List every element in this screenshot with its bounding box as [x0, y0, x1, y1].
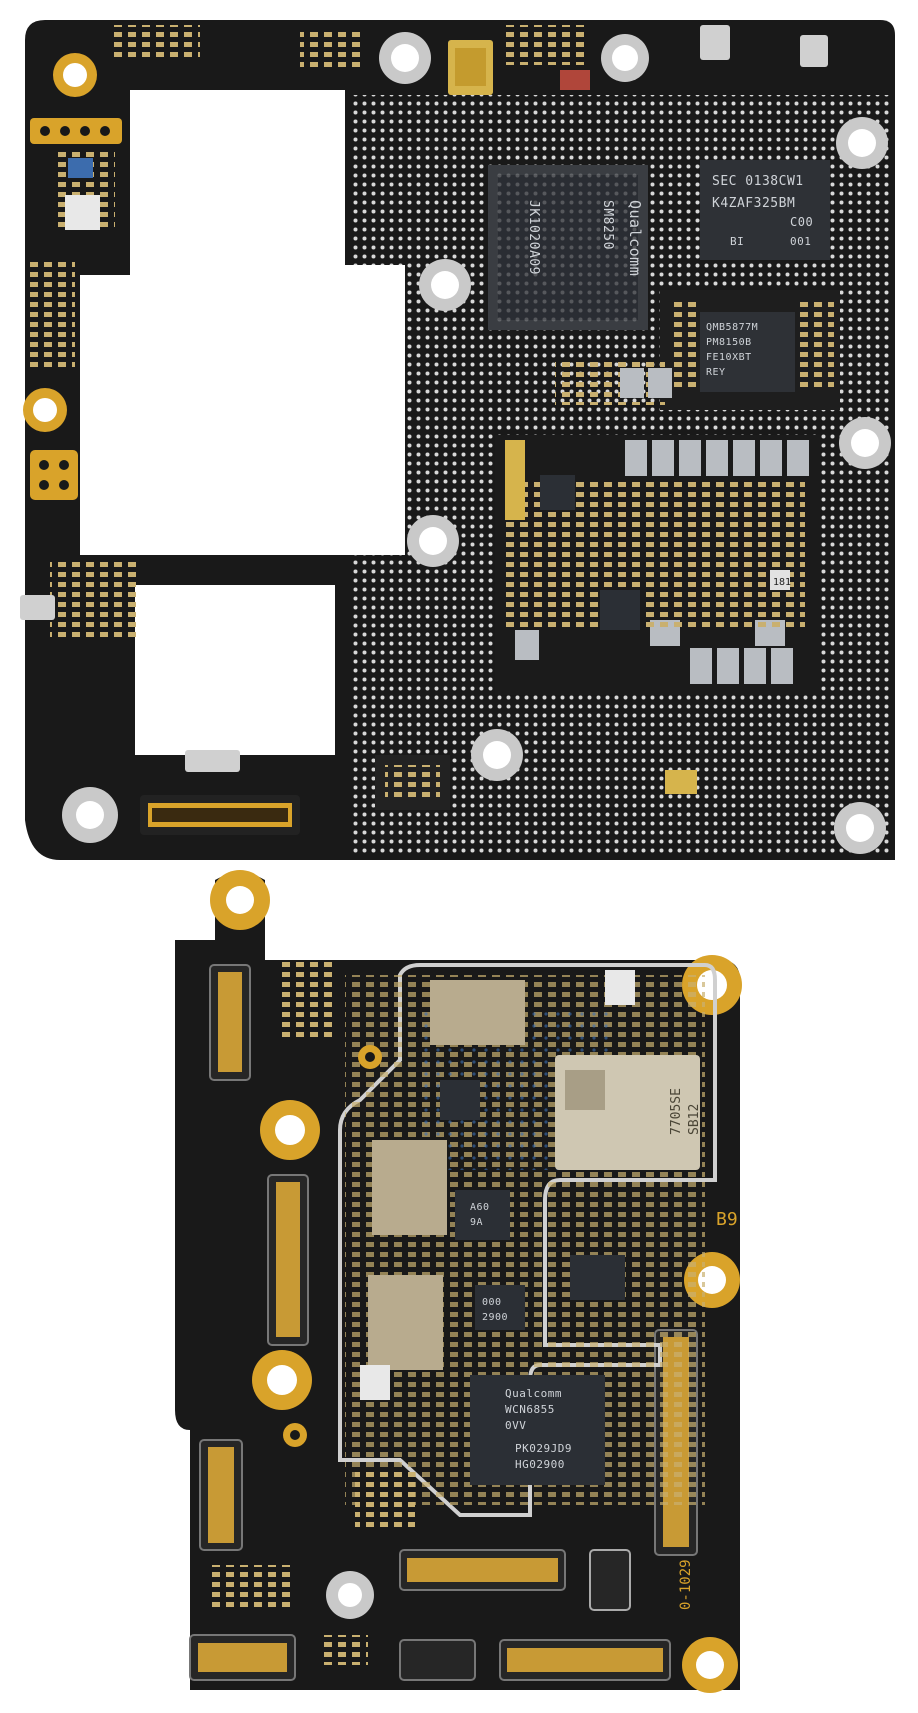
left-rail-components	[20, 150, 240, 772]
soc-label-model: SM8250	[600, 200, 615, 250]
memory-label-4: BI	[730, 235, 744, 248]
memory-label-1: SEC 0138CW1	[712, 174, 804, 189]
pmic-label-4: REY	[706, 367, 726, 378]
bottom-left-components	[210, 960, 415, 1665]
wifi-label-model: WCN6855	[505, 1403, 555, 1416]
small-ic-2-label-1: 000	[482, 1297, 502, 1308]
wifi-label-rev: 0VV	[505, 1419, 526, 1432]
pmic-chip: QMB5877M PM8150B FE10XBT REY	[660, 290, 840, 410]
silkscreen-corner-label: B9	[716, 1209, 738, 1230]
pmic-label-3: FE10XBT	[706, 352, 752, 363]
rf-module-label-2: SB12	[687, 1104, 702, 1135]
top-board-cutout-upper	[80, 90, 405, 555]
memory-label-2: K4ZAF325BM	[712, 196, 795, 211]
memory-chip: SEC 0138CW1 K4ZAF325BM C00 BI 001	[700, 160, 830, 260]
soc-chip: Qualcomm SM8250 JK1020A09	[488, 165, 648, 330]
soc-label-brand: Qualcomm	[626, 200, 644, 276]
memory-label-3: C00	[790, 215, 813, 229]
top-board: Qualcomm SM8250 JK1020A09 SEC 0138CW1 K4…	[20, 20, 895, 860]
component-marking: 181	[773, 577, 791, 588]
silkscreen-side-label: 0-1029	[678, 1559, 694, 1610]
gold-pads	[30, 118, 122, 500]
small-ics: A60 9A 000 2900	[360, 970, 635, 1400]
rf-module-label-1: 7705SE	[669, 1088, 684, 1135]
wifi-label-date: HG02900	[515, 1458, 565, 1471]
small-ic-2-label-2: 2900	[482, 1312, 508, 1323]
top-board-fpc-connector	[140, 795, 300, 835]
small-ic-1-label-1: A60	[470, 1202, 490, 1213]
power-section: 181	[495, 435, 820, 695]
gold-mounting-holes	[23, 53, 97, 432]
top-board-bottom-components	[375, 755, 697, 810]
passive-row	[555, 360, 672, 405]
pmic-label-1: QMB5877M	[706, 322, 758, 333]
shield-cans: 7705SE SB12	[368, 980, 702, 1370]
silver-screw-holes	[62, 32, 891, 854]
memory-label-5: 001	[790, 235, 811, 248]
soc-label-lot: JK1020A09	[526, 200, 541, 275]
pmic-label-2: PM8150B	[706, 337, 752, 348]
wifi-label-lot: PK029JD9	[515, 1442, 572, 1455]
bottom-board: 7705SE SB12 A60 9A 000 2900 Qualcomm WCN…	[175, 870, 742, 1693]
top-edge-components	[110, 25, 828, 95]
wifi-chip: Qualcomm WCN6855 0VV PK029JD9 HG02900	[470, 1375, 605, 1485]
small-ic-1-label-2: 9A	[470, 1217, 483, 1228]
bottom-gold-holes	[252, 955, 742, 1693]
top-board-cutout-lower	[135, 585, 335, 755]
wifi-label-brand: Qualcomm	[505, 1387, 562, 1400]
